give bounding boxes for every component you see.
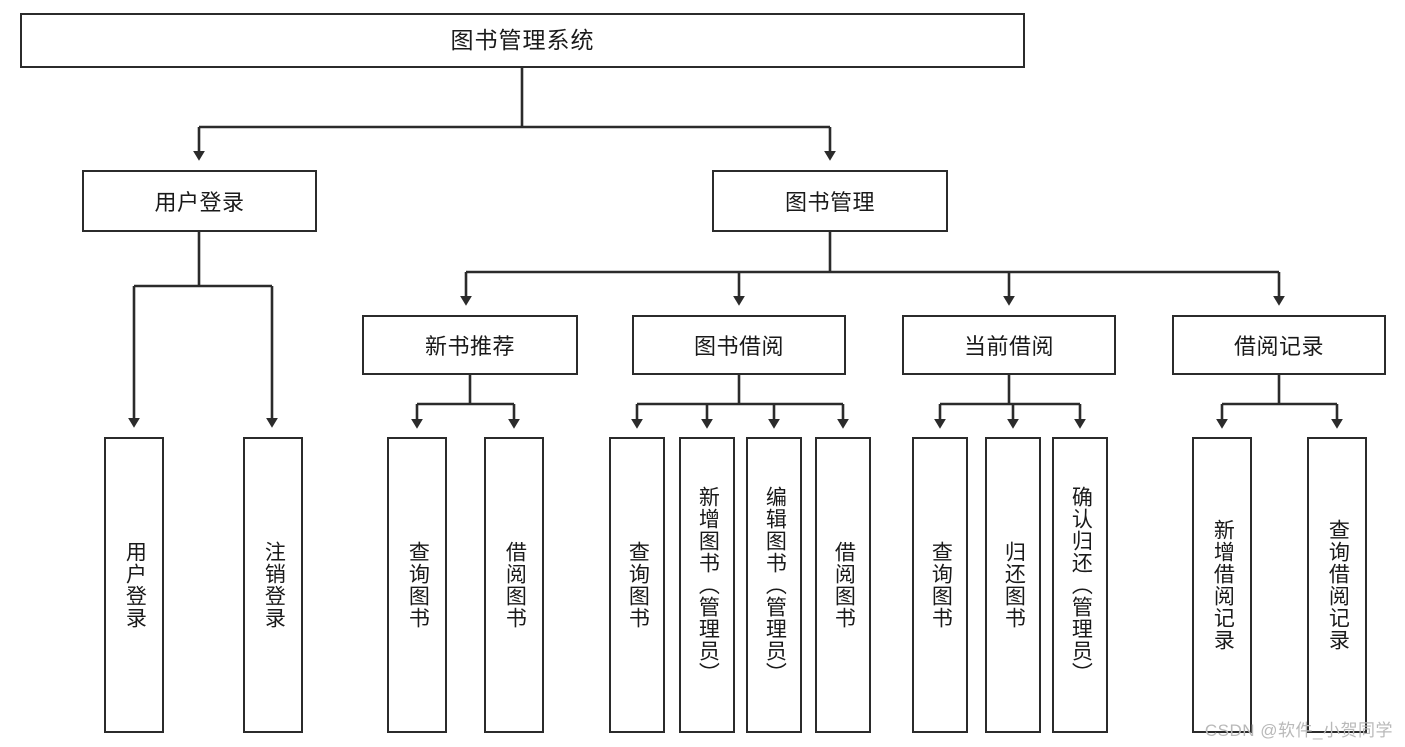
node-borrow-record[interactable]: 借阅记录 [1172, 315, 1386, 375]
node-leaf-user-logout[interactable]: 注销登录 [243, 437, 303, 733]
leaf-label: 新增借阅记录 [1211, 519, 1235, 651]
node-new-book-recommend[interactable]: 新书推荐 [362, 315, 578, 375]
node-book-borrow[interactable]: 图书借阅 [632, 315, 846, 375]
leaf-label: 查询图书 [406, 541, 430, 629]
node-book-manage[interactable]: 图书管理 [712, 170, 948, 232]
node-leaf-recommend-borrow-book[interactable]: 借阅图书 [484, 437, 544, 733]
node-leaf-current-return-book[interactable]: 归还图书 [985, 437, 1041, 733]
node-leaf-record-query-borrow-record[interactable]: 查询借阅记录 [1307, 437, 1367, 733]
node-leaf-borrow-edit-book-admin[interactable]: 编辑图书（管理员） [746, 437, 802, 733]
leaf-label: 注销登录 [262, 541, 286, 629]
node-leaf-borrow-borrow-book[interactable]: 借阅图书 [815, 437, 871, 733]
leaf-label: 借阅图书 [832, 541, 856, 629]
leaf-label: 查询借阅记录 [1326, 519, 1350, 651]
node-leaf-current-confirm-return-admin[interactable]: 确认归还（管理员） [1052, 437, 1108, 733]
node-user-login[interactable]: 用户登录 [82, 170, 317, 232]
csdn-watermark: CSDN @软件_小贺同学 [1204, 721, 1393, 740]
leaf-label: 编辑图书（管理员） [763, 486, 787, 684]
leaf-label: 新增图书（管理员） [696, 486, 720, 684]
leaf-label: 借阅图书 [503, 541, 527, 629]
leaf-label: 用户登录 [123, 541, 147, 629]
leaf-label: 查询图书 [626, 541, 650, 629]
leaf-label: 归还图书 [1002, 541, 1026, 629]
node-current-borrow[interactable]: 当前借阅 [902, 315, 1116, 375]
node-leaf-record-add-borrow-record[interactable]: 新增借阅记录 [1192, 437, 1252, 733]
node-leaf-borrow-add-book-admin[interactable]: 新增图书（管理员） [679, 437, 735, 733]
node-leaf-user-login[interactable]: 用户登录 [104, 437, 164, 733]
node-leaf-recommend-query-book[interactable]: 查询图书 [387, 437, 447, 733]
node-root[interactable]: 图书管理系统 [20, 13, 1025, 68]
node-leaf-current-query-book[interactable]: 查询图书 [912, 437, 968, 733]
leaf-label: 查询图书 [929, 541, 953, 629]
leaf-label: 确认归还（管理员） [1069, 486, 1093, 684]
node-leaf-borrow-query-book[interactable]: 查询图书 [609, 437, 665, 733]
